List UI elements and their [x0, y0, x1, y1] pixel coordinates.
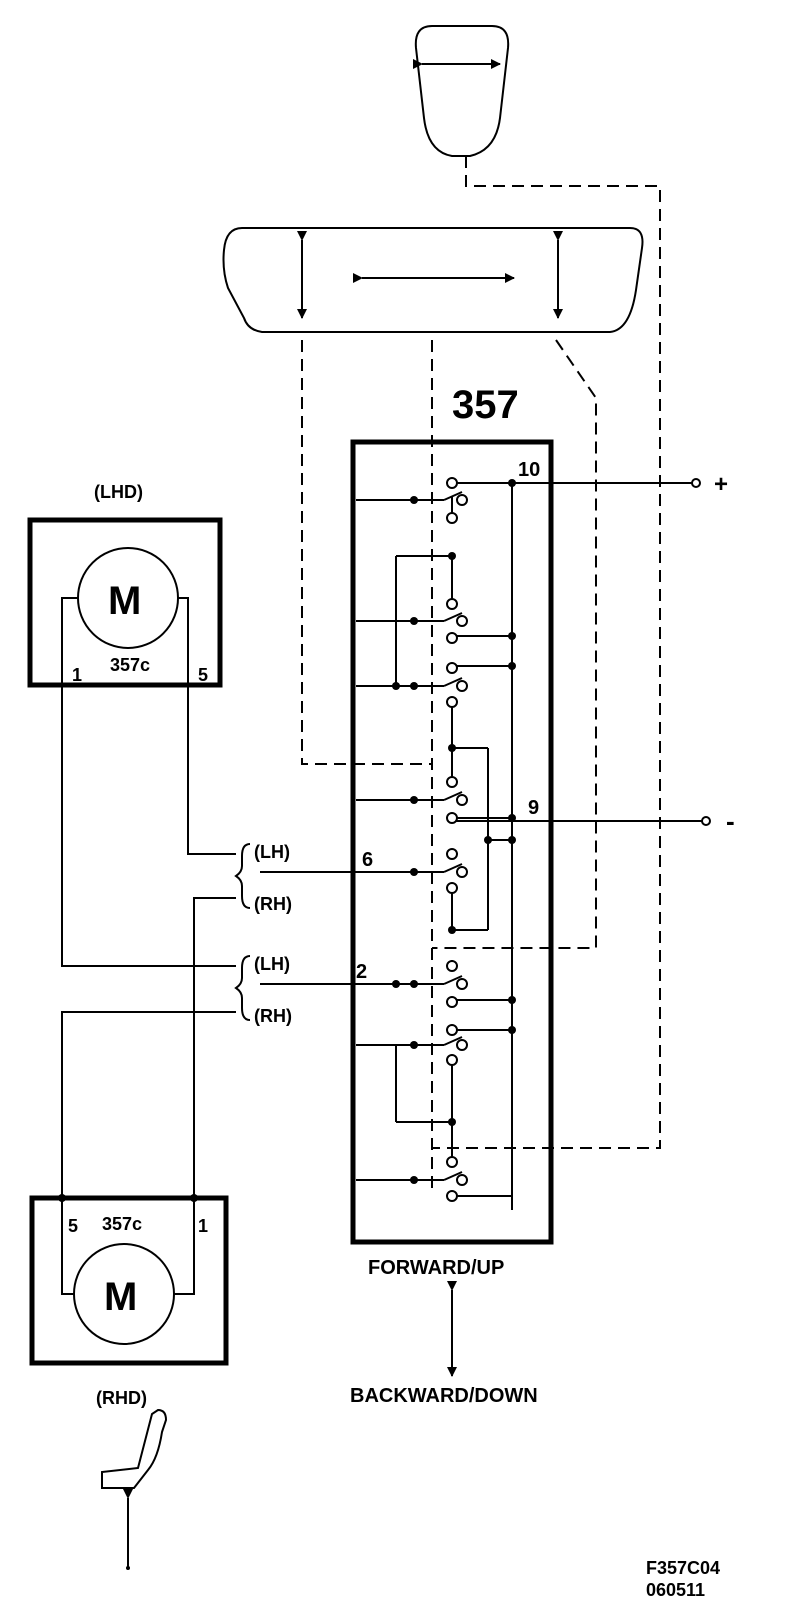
switch-internal-wiring	[260, 482, 706, 1210]
switch-number: 357	[452, 383, 519, 427]
backward-down-label: BACKWARD/DOWN	[350, 1385, 538, 1407]
headrest-control-knob	[413, 25, 510, 157]
footer-code: F357C04	[646, 1558, 720, 1578]
seat-control-panel	[222, 227, 644, 333]
rh-label-b: (RH)	[254, 1006, 292, 1026]
minus-label: -	[726, 806, 735, 836]
lhd-pin-right: 5	[198, 665, 208, 685]
seat-icon	[101, 1408, 168, 1570]
footer-date: 060511	[646, 1580, 705, 1600]
minus-terminal	[701, 816, 711, 826]
motor-wiring	[61, 597, 251, 1295]
forward-up-label: FORWARD/UP	[368, 1257, 504, 1279]
rhd-pin-right: 1	[198, 1216, 208, 1236]
plus-terminal	[691, 478, 701, 488]
rhd-motor-code: 357c	[102, 1214, 142, 1234]
lhd-motor-code: 357c	[110, 655, 150, 675]
lhd-pin-left: 1	[72, 665, 82, 685]
rhd-motor-symbol: M	[104, 1275, 137, 1319]
terminal-6-label: 6	[362, 849, 373, 871]
plus-label: +	[714, 471, 728, 498]
lh-label-b: (LH)	[254, 954, 290, 974]
lhd-motor-symbol: M	[108, 579, 141, 623]
mechanical-linkages	[301, 156, 661, 1190]
rh-label-a: (RH)	[254, 894, 292, 914]
terminal-2-label: 2	[356, 961, 367, 983]
rhd-pin-left: 5	[68, 1216, 78, 1236]
lhd-motor-box	[27, 517, 223, 688]
switch-housing	[350, 439, 554, 1245]
terminal-10-label: 10	[518, 459, 540, 481]
rhd-heading: (RHD)	[96, 1388, 147, 1408]
lhd-heading: (LHD)	[94, 482, 143, 502]
switch-contacts	[446, 477, 468, 1202]
rhd-motor-box	[29, 1195, 229, 1366]
terminal-9-label: 9	[528, 797, 539, 819]
lh-label-a: (LH)	[254, 842, 290, 862]
